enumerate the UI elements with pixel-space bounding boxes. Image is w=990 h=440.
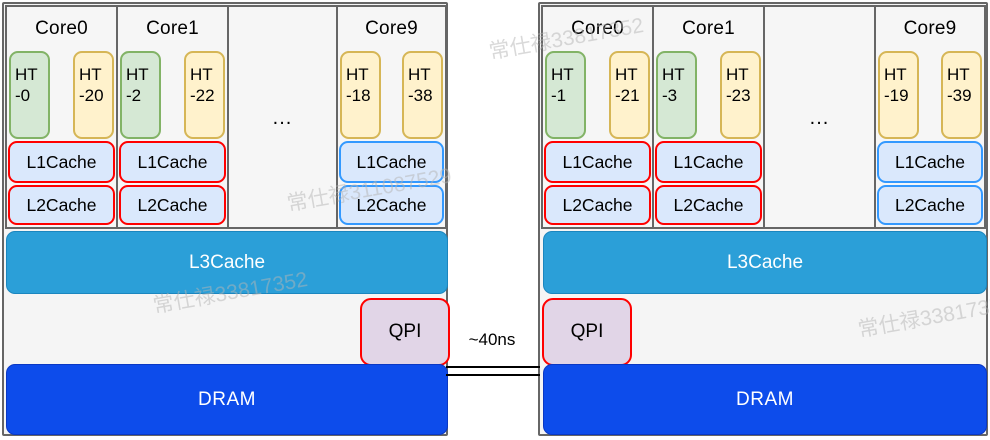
l1-cache: L1Cache xyxy=(8,141,115,183)
core-cell-right-core9: Core9 HT-19 HT-39 L1Cache L2Cache xyxy=(874,5,986,229)
ht-box: HT-23 xyxy=(720,51,761,139)
ht-box: HT-22 xyxy=(184,51,225,139)
l2-cache: L2Cache xyxy=(8,185,115,225)
socket-right: Core0 HT-1 HT-21 L1Cache L2Cache Core1 H… xyxy=(538,2,988,436)
ht-box: HT-19 xyxy=(878,51,919,139)
ht-box: HT-2 xyxy=(120,51,161,139)
l2-cache: L2Cache xyxy=(339,185,444,225)
ht-box: HT-20 xyxy=(73,51,114,139)
ellipsis-label: ... xyxy=(272,107,293,129)
core-cell-left-core9: Core9 HT-18 HT-38 L1Cache L2Cache xyxy=(336,5,447,229)
core-cell-left-ellipsis: ... xyxy=(227,5,338,229)
l2-cache: L2Cache xyxy=(544,185,651,225)
l2-cache: L2Cache xyxy=(119,185,226,225)
core-cell-right-ellipsis: ... xyxy=(763,5,876,229)
l1-cache: L1Cache xyxy=(119,141,226,183)
dram-box: DRAM xyxy=(543,364,987,435)
l1-cache: L1Cache xyxy=(339,141,444,183)
core-label: Core0 xyxy=(571,18,624,39)
ht-box: HT-39 xyxy=(941,51,982,139)
l1-cache: L1Cache xyxy=(544,141,651,183)
qpi-link-line xyxy=(446,374,540,376)
cores-row-right: Core0 HT-1 HT-21 L1Cache L2Cache Core1 H… xyxy=(541,5,986,229)
socket-left: Core0 HT-0 HT-20 L1Cache L2Cache Core1 H… xyxy=(2,2,450,436)
l2-cache: L2Cache xyxy=(655,185,762,225)
ht-box: HT-0 xyxy=(9,51,50,139)
core-cell-left-core0: Core0 HT-0 HT-20 L1Cache L2Cache xyxy=(5,5,118,229)
core-cell-right-core0: Core0 HT-1 HT-21 L1Cache L2Cache xyxy=(541,5,654,229)
l1-cache: L1Cache xyxy=(877,141,983,183)
qpi-link-line xyxy=(446,366,540,368)
ht-box: HT-21 xyxy=(609,51,650,139)
core-label: Core9 xyxy=(903,18,957,39)
core-cell-left-core1: Core1 HT-2 HT-22 L1Cache L2Cache xyxy=(116,5,229,229)
l1-cache: L1Cache xyxy=(655,141,762,183)
core-label: Core9 xyxy=(365,18,418,39)
qpi-latency-label: ~40ns xyxy=(468,330,516,349)
core-label: Core1 xyxy=(682,18,735,39)
cores-row-left: Core0 HT-0 HT-20 L1Cache L2Cache Core1 H… xyxy=(5,5,447,229)
ht-box: HT-38 xyxy=(402,51,443,139)
core-label: Core1 xyxy=(146,18,199,39)
ellipsis-label: ... xyxy=(809,107,830,129)
qpi-box: QPI xyxy=(360,298,450,366)
l2-cache: L2Cache xyxy=(877,185,983,225)
core-cell-right-core1: Core1 HT-3 HT-23 L1Cache L2Cache xyxy=(652,5,765,229)
ht-box: HT-3 xyxy=(656,51,697,139)
l3-cache: L3Cache xyxy=(543,231,987,294)
dram-box: DRAM xyxy=(6,364,448,435)
ht-box: HT-18 xyxy=(340,51,381,139)
ht-box: HT-1 xyxy=(545,51,586,139)
qpi-box: QPI xyxy=(542,298,632,366)
l3-cache: L3Cache xyxy=(6,231,448,294)
core-label: Core0 xyxy=(35,18,88,39)
